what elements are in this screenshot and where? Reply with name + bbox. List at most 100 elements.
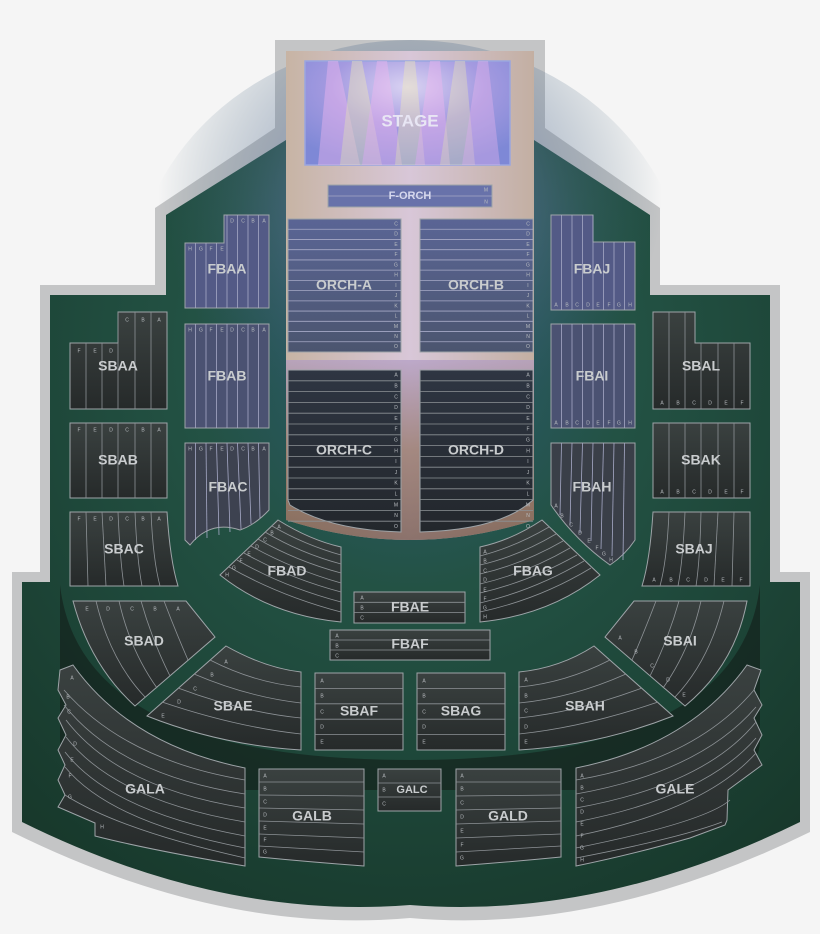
section-sbag[interactable]: A B C D E SBAG (416, 672, 506, 751)
row-label: E (526, 242, 530, 248)
section-sbaa[interactable]: F E D C B A SBAA (69, 311, 168, 410)
row-label: F (607, 420, 610, 426)
row-label: H (100, 824, 104, 830)
section-sbac[interactable]: F E D C B A SBAC (69, 511, 179, 587)
row-label: H (609, 557, 613, 563)
section-label: SBAD (124, 633, 164, 649)
section-sbad[interactable]: E D C B A SBAD (72, 600, 216, 707)
section-sbaf[interactable]: A B C D E SBAF (314, 672, 404, 751)
section-label: SBAG (441, 703, 482, 719)
row-label: A (360, 595, 364, 601)
row-label: H (628, 302, 632, 308)
section-fbah[interactable]: A B C D E F G H FBAH (550, 442, 636, 566)
section-fbag[interactable]: A B C D E F G H FBAG (479, 519, 601, 623)
row-label: H (188, 246, 192, 252)
row-label: F (209, 446, 212, 452)
section-galb[interactable]: A B C D E F G GALB (258, 768, 365, 867)
section-gala[interactable]: A B C D E F G H GALA (57, 664, 246, 867)
section-gale[interactable]: A B C D E F G H GALE (575, 664, 763, 867)
row-label: I (395, 459, 396, 465)
row-lines (631, 600, 725, 698)
row-label: F (483, 596, 486, 602)
row-label: I (527, 459, 528, 465)
row-label: F (460, 842, 463, 848)
row-label: C (125, 516, 129, 522)
row-label: G (602, 551, 606, 557)
row-label: B (676, 400, 680, 406)
row-label: B (270, 530, 274, 536)
row-label: C (125, 317, 129, 323)
section-galc[interactable]: A B C GALC (377, 768, 442, 812)
row-label: H (394, 448, 398, 454)
row-label: E (394, 242, 398, 248)
section-label: SBAK (681, 452, 721, 468)
section-sbab[interactable]: F E D C B A SBAB (69, 422, 168, 499)
section-sbai[interactable]: A B C D E SBAI (604, 600, 748, 707)
row-lines (195, 442, 261, 540)
section-label: FBAC (209, 479, 248, 495)
section-sbal[interactable]: A B C D E F SBAL (652, 311, 751, 410)
row-label: C (360, 615, 364, 621)
section-label: SBAE (214, 698, 253, 714)
row-label: C (241, 218, 245, 224)
row-label: D (526, 232, 530, 238)
section-f-orch[interactable]: F-ORCH M N (327, 184, 493, 208)
section-fbaf[interactable]: A B C FBAF (329, 629, 491, 661)
row-label: F (607, 302, 610, 308)
row-label: C (320, 709, 324, 715)
row-label: H (628, 420, 632, 426)
section-fbac[interactable]: H G F E D C B A FBAC (184, 442, 270, 546)
row-label: B (526, 384, 530, 390)
section-sbah[interactable]: A B C D E SBAH (518, 645, 674, 751)
section-sbaj[interactable]: A B C D E F SBAJ (641, 511, 751, 587)
row-label: E (263, 825, 267, 831)
row-label: G (199, 446, 203, 452)
row-label: C (575, 302, 579, 308)
row-label: D (109, 348, 113, 354)
section-fbae[interactable]: A B C FBAE (353, 591, 466, 624)
row-label: A (262, 446, 266, 452)
row-label: D (704, 577, 708, 583)
row-label: B (360, 605, 364, 611)
section-label: GALD (488, 808, 528, 824)
row-label: A (320, 678, 324, 684)
row-label: B (669, 577, 673, 583)
row-lines (479, 526, 592, 613)
section-fbad[interactable]: A B C D E F G H FBAD (219, 519, 342, 623)
row-lines (659, 511, 735, 587)
row-label: G (394, 262, 398, 268)
section-fbaa[interactable]: H G F E D C B A FBAA (184, 214, 270, 309)
row-label: B (565, 302, 569, 308)
section-sbae[interactable]: A B C D E SBAE (146, 645, 302, 751)
row-label: F (77, 348, 80, 354)
row-label: G (199, 246, 203, 252)
row-label: E (724, 400, 728, 406)
section-fbab[interactable]: H G F E D C B A FBAB (184, 323, 270, 429)
row-label: D (580, 809, 584, 815)
row-lines (561, 215, 625, 310)
row-label: B (210, 672, 214, 678)
section-gald[interactable]: A B C D E F G GALD (455, 768, 562, 867)
row-label: D (586, 302, 590, 308)
row-label: M (484, 187, 488, 193)
row-label: B (560, 513, 564, 519)
section-fbaj[interactable]: A B C D E F G H FBAJ (550, 214, 636, 311)
row-label: B (141, 516, 145, 522)
row-label: B (676, 489, 680, 495)
row-label: E (93, 348, 97, 354)
row-label: A (262, 327, 266, 333)
section-fbai[interactable]: A B C D E F G H FBAI (550, 323, 636, 429)
row-label: A (277, 524, 281, 530)
section-sbak[interactable]: A B C D E F SBAK (652, 422, 751, 499)
section-label: FBAJ (574, 261, 611, 277)
row-label: J (395, 293, 398, 299)
row-label: H (394, 273, 398, 279)
row-label: E (682, 692, 686, 698)
row-label: C (382, 801, 386, 807)
